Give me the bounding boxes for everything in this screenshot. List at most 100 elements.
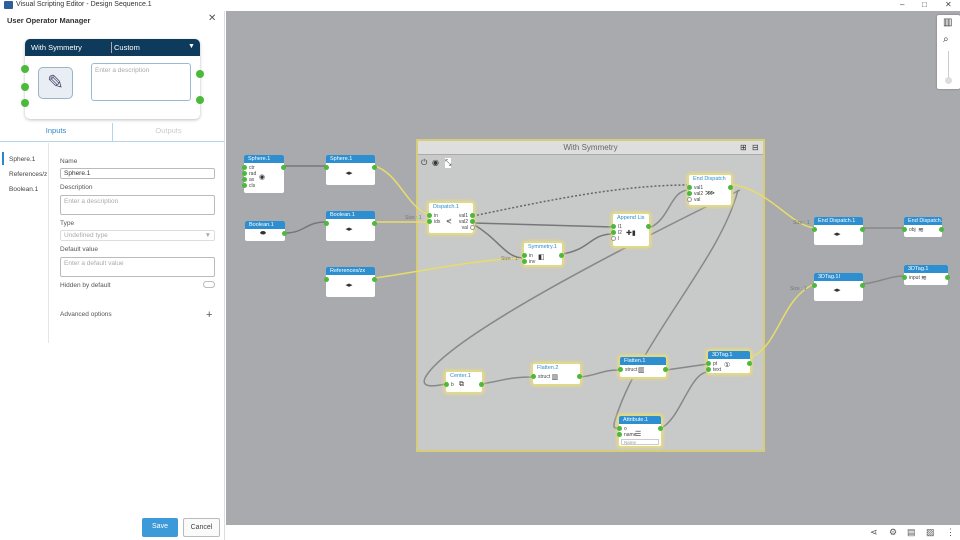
pencil-icon[interactable]: ✎ <box>38 67 73 99</box>
node-references-pass[interactable]: References/zx◂▸ <box>324 267 377 297</box>
output-port[interactable] <box>479 382 484 387</box>
map-icon[interactable]: ▥ <box>943 17 953 28</box>
minimize-button[interactable]: – <box>900 0 905 9</box>
input-port[interactable] <box>687 197 692 202</box>
output-port[interactable] <box>658 426 663 431</box>
advanced-options-label[interactable]: Advanced options <box>60 311 112 318</box>
image-icon[interactable]: ▨ <box>926 527 935 537</box>
output-port[interactable] <box>646 224 651 229</box>
input-port[interactable] <box>242 177 247 182</box>
tab-inputs[interactable]: Inputs <box>0 123 112 142</box>
panel-close-button[interactable]: ✕ <box>208 13 217 24</box>
zoom-slider-handle[interactable] <box>945 77 952 84</box>
output-port[interactable] <box>728 185 733 190</box>
hidden-toggle[interactable] <box>203 281 215 288</box>
input-item[interactable]: Sphere.1 <box>9 156 36 163</box>
output-port[interactable] <box>577 374 582 379</box>
input-port[interactable] <box>427 219 432 224</box>
input-port[interactable] <box>324 221 329 226</box>
operator-mode[interactable]: Custom <box>114 43 140 52</box>
input-port[interactable] <box>611 224 616 229</box>
zoom-slider[interactable] <box>948 51 949 81</box>
input-port[interactable] <box>242 171 247 176</box>
input-port[interactable] <box>522 253 527 258</box>
input-port[interactable] <box>617 426 622 431</box>
input-port[interactable] <box>242 183 247 188</box>
input-port[interactable] <box>444 382 449 387</box>
output-port[interactable] <box>281 165 286 170</box>
more-icon[interactable]: ⋮ <box>946 527 955 537</box>
input-port[interactable] <box>427 213 432 218</box>
expand-icon[interactable]: ⊞ <box>740 143 747 152</box>
input-item[interactable]: Boolean.1 <box>9 186 39 193</box>
input-port[interactable] <box>812 283 817 288</box>
output-port[interactable] <box>663 367 668 372</box>
attribute-name-select[interactable]: Name <box>621 439 659 445</box>
input-port[interactable] <box>902 227 907 232</box>
description-field[interactable]: Enter a description <box>60 195 215 215</box>
collapse-arrows-icon[interactable]: ⤡ <box>445 158 452 168</box>
plus-icon[interactable]: + <box>206 309 213 321</box>
output-port[interactable] <box>470 219 475 224</box>
input-port[interactable] <box>687 185 692 190</box>
chevron-down-icon[interactable]: ▼ <box>188 43 195 50</box>
cancel-button[interactable]: Cancel <box>183 518 220 537</box>
save-button[interactable]: Save <box>142 518 178 537</box>
output-port[interactable] <box>559 253 564 258</box>
input-port[interactable] <box>618 367 623 372</box>
output-port[interactable] <box>372 277 377 282</box>
input-port[interactable] <box>706 367 711 372</box>
node-sphere-pass[interactable]: Sphere.1◂▸ <box>324 155 377 185</box>
output-port[interactable] <box>282 231 287 236</box>
default-value-field[interactable]: Enter a default value <box>60 257 215 277</box>
input-port[interactable] <box>617 432 622 437</box>
output-port[interactable] <box>747 361 752 366</box>
input-port[interactable] <box>324 277 329 282</box>
input-port[interactable] <box>522 259 527 264</box>
output-port[interactable] <box>939 227 944 232</box>
output-port[interactable] <box>372 165 377 170</box>
power-icon[interactable]: ⏻ <box>421 158 428 167</box>
operator-name[interactable]: With Symmetry <box>31 43 82 52</box>
input-port[interactable] <box>531 374 536 379</box>
input-port[interactable] <box>242 165 247 170</box>
input-port[interactable] <box>687 191 692 196</box>
settings-icon[interactable]: ⚙ <box>889 527 898 537</box>
node-boolean-input[interactable]: Boolean.1⬬ <box>245 221 287 241</box>
notes-icon[interactable]: ▤ <box>907 527 916 537</box>
output-port[interactable] <box>470 225 475 230</box>
output-port[interactable] <box>372 221 377 226</box>
input-port[interactable] <box>706 361 711 366</box>
input-port[interactable] <box>324 165 329 170</box>
name-field[interactable]: Sphere.1 <box>60 168 215 179</box>
collapse-icon[interactable]: ⊟ <box>752 143 759 152</box>
output-port[interactable] <box>945 275 950 280</box>
description-input[interactable]: Enter a description <box>91 63 191 101</box>
output-port[interactable] <box>860 283 865 288</box>
share-icon[interactable]: ⋖ <box>870 527 878 537</box>
input-port[interactable] <box>611 230 616 235</box>
eye-icon[interactable]: ◉ <box>432 158 439 167</box>
zoom-icon[interactable]: ⌕ <box>943 34 949 45</box>
input-port[interactable] <box>812 227 817 232</box>
tab-outputs[interactable]: Outputs <box>112 123 224 142</box>
input-port[interactable] <box>902 275 907 280</box>
close-window-button[interactable]: ✕ <box>945 0 952 9</box>
output-port[interactable] <box>860 227 865 232</box>
node-3dtag-pass[interactable]: 3DTag.1I◂▸ <box>812 273 865 301</box>
output-port[interactable] <box>470 213 475 218</box>
input-item[interactable]: References/z <box>9 171 48 178</box>
type-select[interactable]: Undefined type▼ <box>60 230 215 241</box>
node-boolean-pass[interactable]: Boolean.1◂▸ <box>324 211 377 241</box>
